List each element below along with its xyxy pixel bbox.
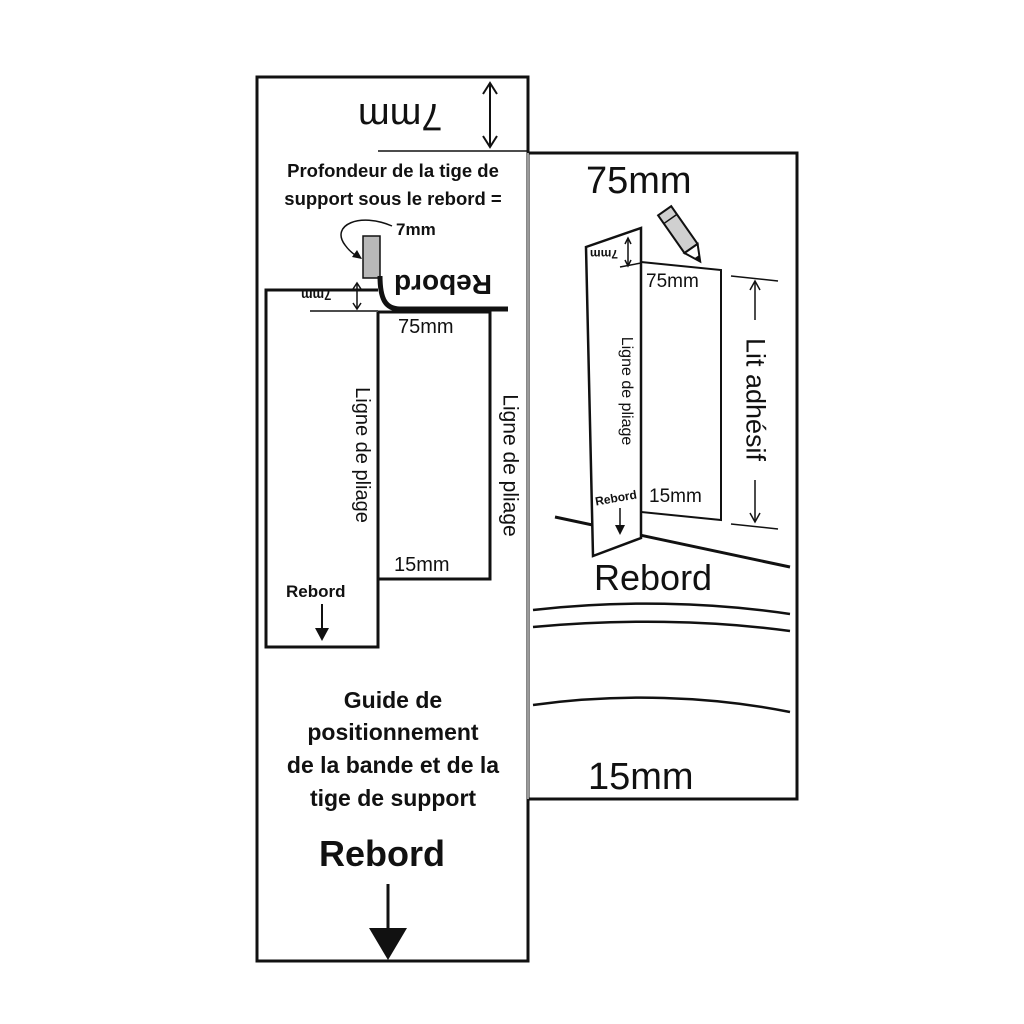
pencil-icon	[656, 204, 702, 264]
guide-title-line4: tige de support	[309, 785, 477, 811]
support-rod	[362, 235, 381, 279]
right-strip-rebord-arrow	[615, 508, 625, 535]
strip-rebord-label: Rebord	[286, 582, 346, 601]
rod-depth-value: 7mm	[396, 220, 436, 239]
ledge-curve-3	[532, 696, 791, 714]
guide-title-line2: positionnement	[307, 719, 479, 745]
strip-seven-mm-arrow	[619, 236, 642, 268]
small-seven-mm-arrow	[352, 281, 362, 311]
ledge-curve-1	[532, 602, 791, 616]
ledge-profile	[377, 275, 508, 312]
fold-line-label-left: Ligne de pliage	[351, 387, 373, 523]
fold-line-label-right: Ligne de pliage	[498, 394, 522, 537]
right-bottom-fifteen-mm: 15mm	[588, 756, 694, 798]
curved-pointer-arrowhead	[352, 250, 362, 259]
strip-left-outline	[264, 288, 380, 649]
fold-bottom-fifteen-mm: 15mm	[394, 554, 450, 576]
adhesive-strip-back	[640, 260, 722, 522]
top-seven-mm-label: 7mm	[358, 95, 443, 137]
right-rebord-label: Rebord	[594, 557, 713, 598]
strip-fifteen-mm-label: 15mm	[649, 486, 702, 507]
guide-title-line1: Guide de	[343, 687, 443, 713]
bottom-rebord-arrow	[369, 884, 407, 960]
adhesive-strip-front	[584, 226, 643, 558]
strip-seven-mm-label: 7mm	[590, 247, 619, 261]
fold-top-seventy-five-mm: 75mm	[398, 316, 454, 338]
left-guide-card	[255, 75, 530, 963]
right-top-seventy-five-mm: 75mm	[586, 160, 692, 202]
ledge-label-upside-down: Rebord	[394, 269, 492, 300]
strip-rebord-arrow	[315, 604, 329, 641]
small-seven-mm-label: 7mm	[301, 288, 332, 303]
right-ledge-card	[528, 151, 799, 801]
adhesive-bed-dimension	[730, 275, 779, 530]
bottom-rebord-label: Rebord	[319, 833, 445, 874]
seven-mm-dimension-arrow	[482, 81, 498, 149]
guide-title-line3: de la bande et de la	[286, 752, 500, 778]
rod-depth-text-line2: support sous le rebord =	[284, 188, 502, 209]
strip-right-outline	[378, 310, 492, 581]
ledge-curve-2	[532, 620, 791, 633]
rod-depth-text-line1: Profondeur de la tige de	[287, 160, 499, 181]
adhesive-bed-label: Lit adhésif	[740, 337, 771, 462]
strip-fold-line-label: Ligne de pliage	[618, 336, 635, 446]
strip-seventy-five-mm-label: 75mm	[646, 271, 699, 292]
